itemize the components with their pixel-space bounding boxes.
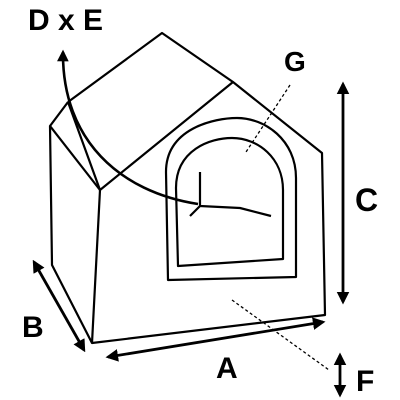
label-depth-by-width: D x E [28, 4, 103, 37]
label-height: C [355, 182, 378, 218]
roof-back-edge [67, 31, 234, 103]
door-inner [174, 136, 285, 268]
doorway [164, 116, 298, 282]
label-inner-depth: G [284, 46, 306, 77]
label-side-depth: B [22, 311, 44, 344]
door-outer [164, 116, 298, 282]
label-floor-thickness: F [356, 365, 374, 398]
depth-width-arrow [57, 49, 199, 206]
leader-line-g [245, 84, 291, 153]
side-top-edge [49, 125, 101, 191]
side-depth-dimension-line [32, 259, 86, 353]
door-interior-wall [198, 172, 272, 218]
width-dimension-line [105, 317, 326, 362]
door-interior-floor [189, 205, 201, 217]
label-width: A [216, 352, 238, 385]
